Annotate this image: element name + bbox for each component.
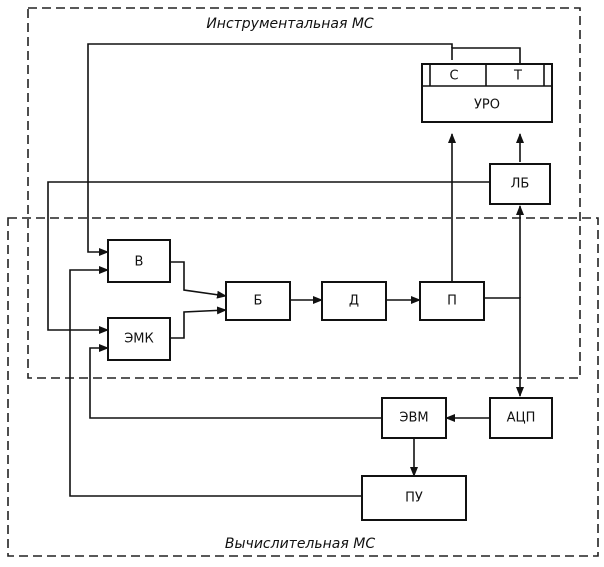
block-acp-label: АЦП [507,411,536,426]
block-uro-label: УРО [474,98,500,113]
block-emk-label: ЭМК [124,332,154,347]
uro-s-label: С [449,69,458,84]
instrumental-ms-title: Инструментальная МС [206,16,374,32]
block-v: В [107,239,171,283]
computational-ms-title: Вычислительная МС [225,536,375,552]
block-b: Б [225,281,291,321]
block-p: П [419,281,485,321]
block-d: Д [321,281,387,321]
block-v-label: В [135,255,144,270]
block-lb: ЛБ [489,163,551,205]
block-emk: ЭМК [107,317,171,361]
instrumental-ms-region [27,7,581,379]
block-b-label: Б [254,294,263,309]
computational-ms-region [7,217,599,557]
block-p-label: П [447,294,457,309]
block-pu-label: ПУ [405,491,423,506]
block-evm-label: ЭВМ [399,411,428,426]
signal-wires [47,43,524,497]
block-d-label: Д [349,294,359,309]
block-acp: АЦП [489,397,553,439]
uro-t-label: Т [513,69,522,84]
block-evm: ЭВМ [381,397,447,439]
block-pu: ПУ [361,475,467,521]
block-uro: С Т УРО [421,63,553,123]
block-lb-label: ЛБ [511,177,530,192]
